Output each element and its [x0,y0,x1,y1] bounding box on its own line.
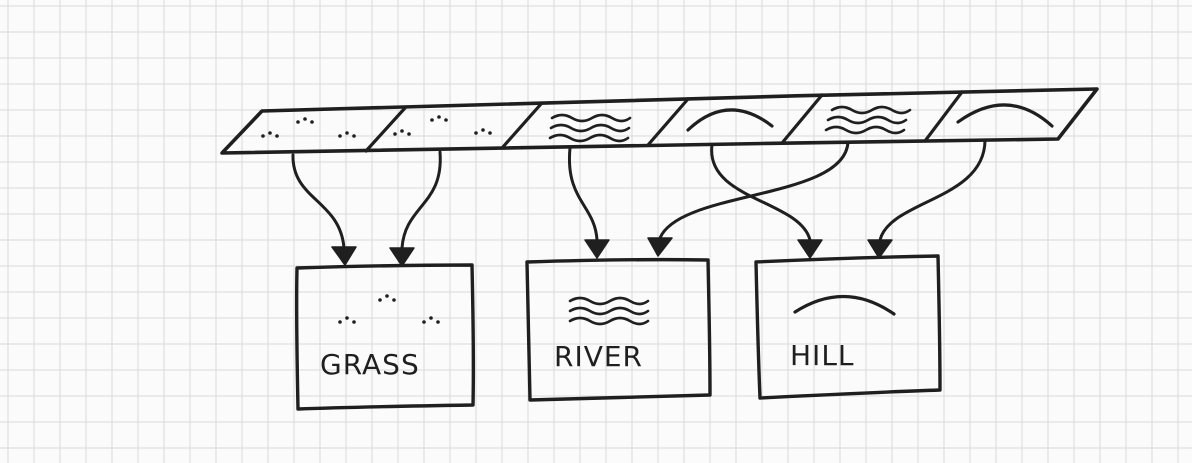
tile-river [824,105,912,135]
hill-arc-icon [686,108,774,132]
tile-strip [220,87,1099,155]
grass-dots-icon [393,115,492,136]
grass-label: GRASS [320,348,420,381]
arrow-tile2-to-grass [389,150,442,267]
grass-box: GRASS [294,263,476,411]
river-box: RIVER [525,257,712,402]
tile-strip-outline [220,87,1099,155]
grass-dots-icon [261,117,356,138]
hill-box-outline [754,254,942,400]
tile-divider [780,93,824,145]
tile-hill [686,108,774,132]
tile-grass [393,115,492,136]
tile-river [548,113,632,143]
tile-divider [500,102,543,150]
wave-lines-icon [568,296,650,326]
hill-label: HILL [790,339,855,372]
wave-lines-icon [548,113,632,143]
arrow-tile1-to-grass [291,153,357,266]
arrow-tile5-to-river [647,140,850,257]
grass-dots-icon [338,294,440,324]
tile-grass [261,117,356,138]
tile-divider [646,97,690,147]
tile-divider [923,90,964,143]
wave-lines-icon [824,105,912,135]
grass-box-outline [294,263,476,411]
arrow-tile4-to-hill [710,143,823,259]
river-box-outline [525,257,712,402]
arrow-tile3-to-river [567,146,610,259]
arrow-tile6-to-hill [867,138,987,259]
hill-box: HILL [754,254,942,400]
tile-hill [956,103,1054,128]
hill-arc-icon [793,294,896,316]
connection-arrows [291,138,987,267]
tile-divider [364,106,407,153]
river-label: RIVER [554,340,643,373]
hill-arc-icon [956,103,1054,128]
